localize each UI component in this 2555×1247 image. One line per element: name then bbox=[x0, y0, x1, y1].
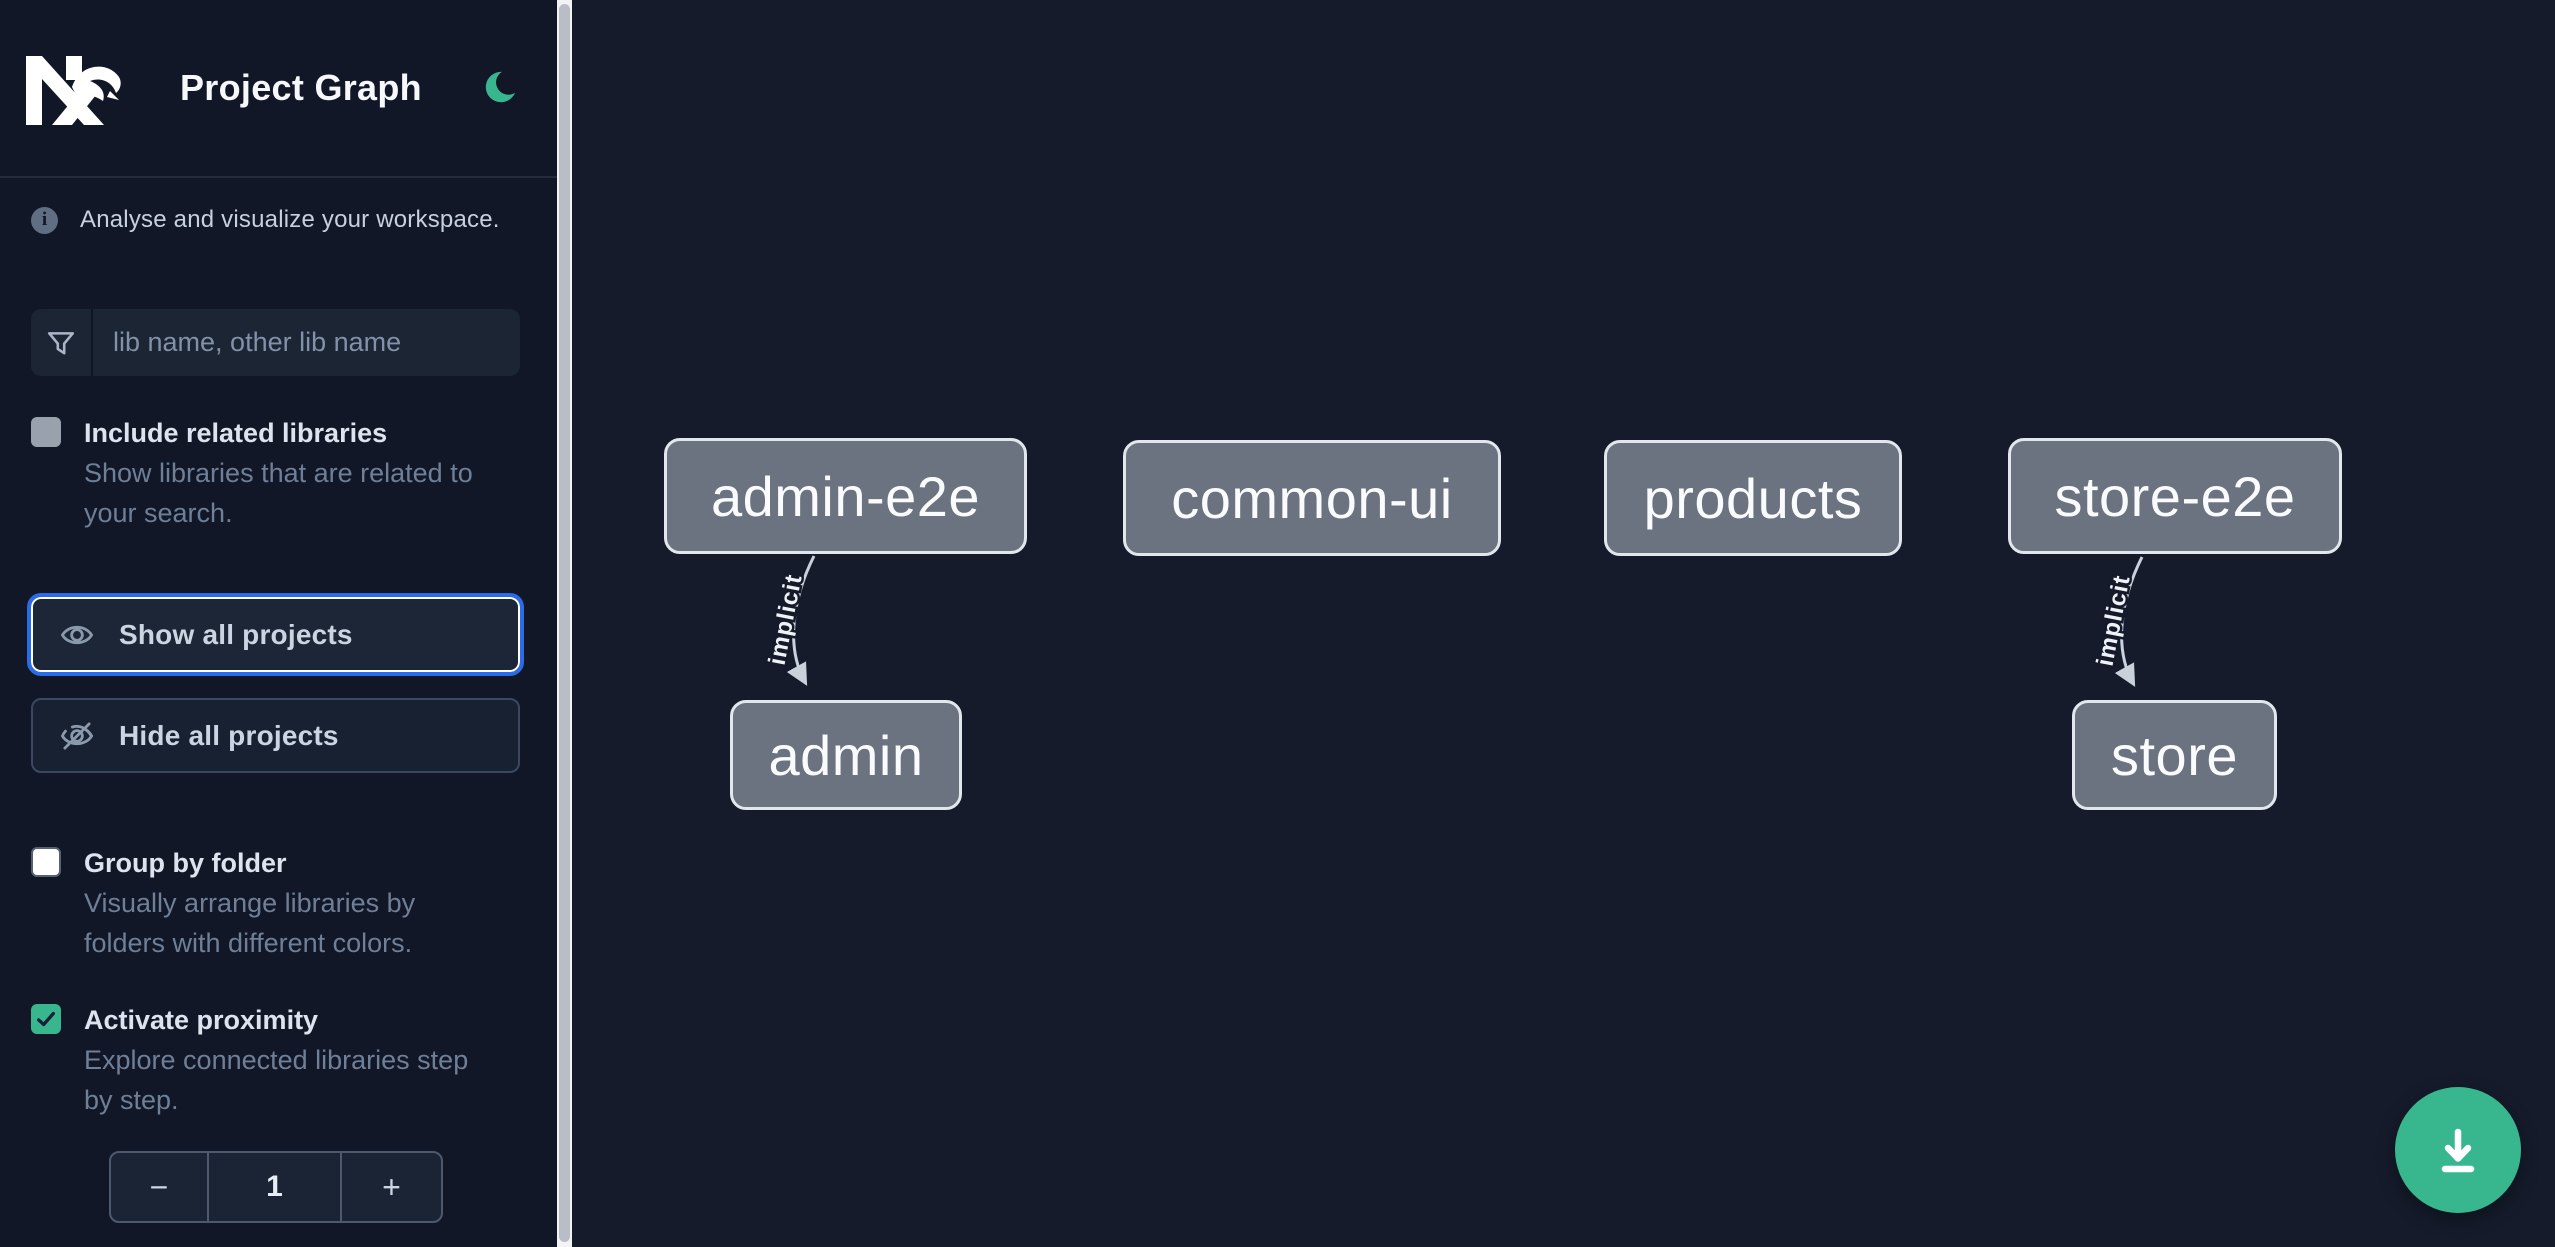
graph-node-products[interactable]: products bbox=[1604, 440, 1902, 556]
activate-proximity-label: Activate proximity bbox=[84, 1005, 319, 1035]
graph-canvas[interactable]: implicit implicit admin-e2e common-ui pr… bbox=[572, 0, 2555, 1247]
download-image-button[interactable] bbox=[2395, 1087, 2521, 1213]
filter-input[interactable] bbox=[93, 309, 520, 376]
graph-edges: implicit implicit bbox=[761, 555, 2144, 687]
show-all-projects-label: Show all projects bbox=[119, 618, 353, 650]
activate-proximity-description: Explore connected libraries step by step… bbox=[84, 1045, 469, 1115]
theme-toggle-button[interactable] bbox=[478, 68, 518, 108]
proximity-stepper: − 1 + bbox=[109, 1151, 443, 1223]
sidebar-body: i Analyse and visualize your workspace. … bbox=[0, 178, 572, 1223]
group-by-folder-checkbox[interactable] bbox=[31, 847, 61, 877]
workspace-info-text: Analyse and visualize your workspace. bbox=[80, 206, 500, 233]
graph-node-common-ui[interactable]: common-ui bbox=[1123, 440, 1501, 556]
filter-input-group bbox=[31, 309, 520, 376]
graph-node-admin-e2e[interactable]: admin-e2e bbox=[664, 438, 1027, 554]
eye-off-icon bbox=[61, 721, 93, 750]
option-activate-proximity: Activate proximity Explore connected lib… bbox=[31, 1000, 520, 1120]
hide-all-projects-label: Hide all projects bbox=[119, 719, 339, 751]
info-icon: i bbox=[31, 206, 58, 234]
proximity-decrement-button[interactable]: − bbox=[111, 1153, 207, 1221]
funnel-icon bbox=[31, 309, 93, 376]
edge-label-implicit: implicit bbox=[2092, 573, 2136, 668]
option-group-by-folder: Group by folder Visually arrange librari… bbox=[31, 843, 520, 963]
proximity-value[interactable]: 1 bbox=[207, 1153, 342, 1221]
sidebar-header: Project Graph bbox=[0, 0, 572, 178]
group-by-folder-description: Visually arrange libraries by folders wi… bbox=[84, 888, 416, 958]
graph-node-store-e2e[interactable]: store-e2e bbox=[2008, 438, 2342, 554]
graph-node-admin[interactable]: admin bbox=[730, 700, 962, 810]
sidebar-scrollbar[interactable] bbox=[557, 0, 572, 1247]
include-related-description: Show libraries that are related to your … bbox=[84, 458, 473, 528]
include-related-label: Include related libraries bbox=[84, 418, 388, 448]
checkmark-icon bbox=[37, 1011, 55, 1027]
page-title: Project Graph bbox=[180, 67, 422, 108]
option-include-related-libraries: Include related libraries Show libraries… bbox=[31, 413, 520, 533]
edge-store-e2e-to-store[interactable]: implicit bbox=[2089, 556, 2144, 687]
hide-all-projects-button[interactable]: Hide all projects bbox=[31, 698, 520, 773]
include-related-checkbox[interactable] bbox=[31, 417, 61, 447]
nx-logo bbox=[26, 56, 121, 125]
proximity-increment-button[interactable]: + bbox=[342, 1153, 441, 1221]
show-all-projects-button[interactable]: Show all projects bbox=[27, 593, 524, 676]
activate-proximity-checkbox[interactable] bbox=[31, 1004, 61, 1034]
download-icon bbox=[2441, 1128, 2475, 1173]
sidebar: Project Graph i Analyse and visualize yo… bbox=[0, 0, 572, 1247]
edge-admin-e2e-to-admin[interactable]: implicit bbox=[761, 555, 816, 686]
scrollbar-thumb[interactable] bbox=[559, 4, 570, 1242]
workspace-info: i Analyse and visualize your workspace. bbox=[31, 203, 520, 237]
moon-icon bbox=[485, 71, 516, 103]
graph-node-store[interactable]: store bbox=[2072, 700, 2277, 810]
edge-label-implicit: implicit bbox=[764, 572, 808, 667]
group-by-folder-label: Group by folder bbox=[84, 848, 287, 878]
eye-icon bbox=[61, 625, 93, 644]
